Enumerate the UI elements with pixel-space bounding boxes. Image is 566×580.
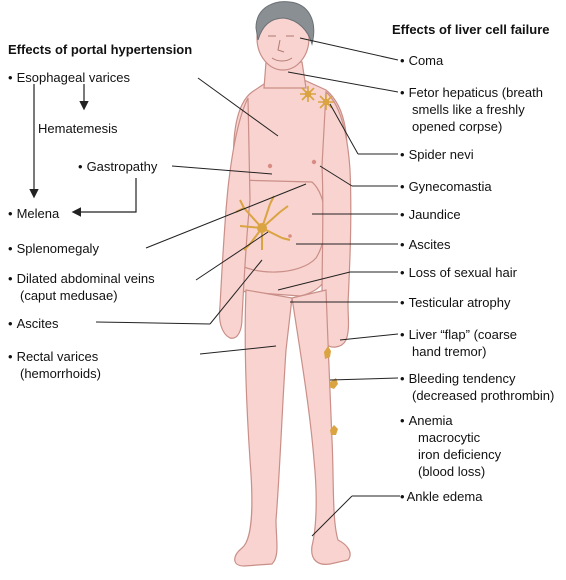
label-ankle-edema: •Ankle edema	[400, 489, 483, 504]
label-hand-tremor: hand tremor)	[412, 344, 487, 359]
spider-nevi-marks	[300, 86, 334, 110]
body-silhouette	[218, 5, 352, 567]
label-spider-nevi: •Spider nevi	[400, 147, 474, 162]
label-ascites-left: •Ascites	[8, 316, 59, 331]
label-liver-flap: •Liver “flap” (coarse	[400, 327, 517, 342]
face-features	[268, 35, 294, 62]
arm-right	[320, 90, 352, 348]
bruise-marks	[324, 346, 338, 435]
header-liver-cell-failure: Effects of liver cell failure	[392, 22, 550, 37]
label-loss-of-sexual-hair: •Loss of sexual hair	[400, 265, 517, 280]
label-coma: •Coma	[400, 53, 444, 68]
label-anemia: •Anemia	[400, 413, 453, 428]
label-melena: •Melena	[8, 206, 60, 221]
label-fetor-line2: smells like a freshly	[412, 102, 525, 117]
label-fetor-hepaticus: •Fetor hepaticus (breath	[400, 85, 543, 100]
leg-right	[291, 289, 351, 565]
label-anemia-iron-deficiency: iron deficiency	[418, 447, 502, 462]
leg-left	[234, 289, 293, 567]
label-dilated-abdominal-veins: •Dilated abdominal veins	[8, 271, 155, 286]
label-jaundice: •Jaundice	[400, 207, 461, 222]
label-hemorrhoids: (hemorrhoids)	[20, 366, 101, 381]
hair	[255, 1, 315, 46]
label-anemia-macrocytic: macrocytic	[418, 430, 481, 445]
arm-left	[218, 97, 251, 339]
body-details	[267, 159, 317, 238]
label-esophageal-varices: •Esophageal varices	[8, 70, 131, 85]
label-testicular-atrophy: •Testicular atrophy	[400, 295, 511, 310]
label-bleeding-tendency: •Bleeding tendency	[400, 371, 516, 386]
label-splenomegaly: •Splenomegaly	[8, 241, 99, 256]
label-hematemesis: Hematemesis	[38, 121, 118, 136]
label-ascites-right: •Ascites	[400, 237, 451, 252]
label-caput-medusae: (caput medusae)	[20, 288, 118, 303]
label-anemia-blood-loss: (blood loss)	[418, 464, 486, 479]
label-decreased-prothrombin: (decreased prothrombin)	[412, 388, 555, 403]
header-portal-hypertension: Effects of portal hypertension	[8, 42, 193, 57]
leader-lines	[95, 37, 400, 537]
label-gynecomastia: •Gynecomastia	[400, 179, 492, 194]
label-rectal-varices: •Rectal varices	[8, 349, 99, 364]
flow-arrows	[29, 84, 137, 217]
label-gastropathy: •Gastropathy	[78, 159, 158, 174]
label-fetor-line3: opened corpse)	[412, 119, 503, 134]
